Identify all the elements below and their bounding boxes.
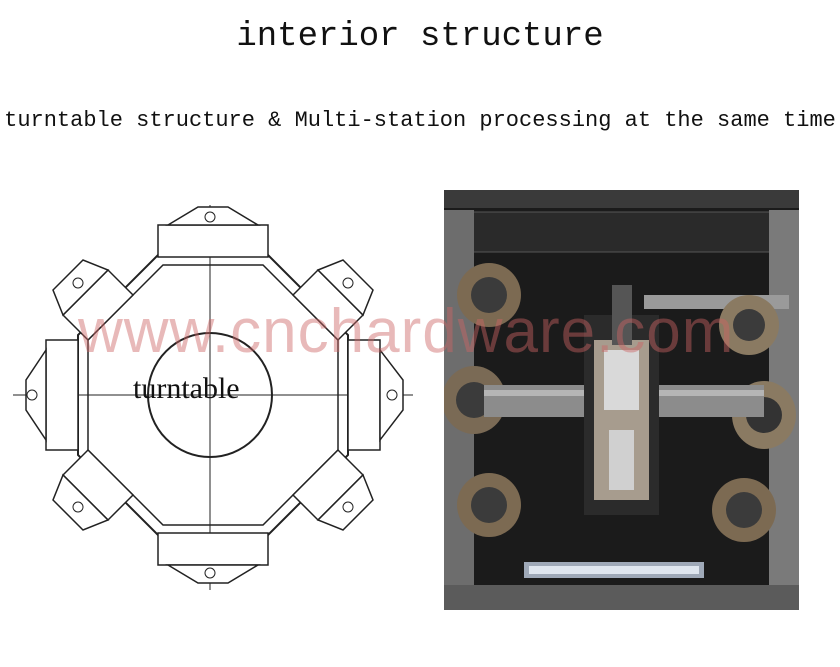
station-top-left — [52, 259, 135, 342]
station-bottom-left — [52, 448, 135, 531]
page-subtitle: turntable structure & Multi-station proc… — [4, 108, 836, 133]
station-bottom — [157, 532, 269, 584]
station-right — [347, 339, 404, 451]
turntable-label: turntable — [133, 372, 240, 405]
station-top-right — [291, 259, 374, 342]
octagon-inner — [87, 264, 339, 526]
turntable-diagram — [13, 205, 413, 590]
page-title: interior structure — [236, 18, 604, 56]
station-left — [25, 339, 79, 451]
station-bottom-right — [291, 448, 374, 531]
machine-interior-photo — [444, 190, 799, 610]
station-top — [157, 206, 269, 258]
